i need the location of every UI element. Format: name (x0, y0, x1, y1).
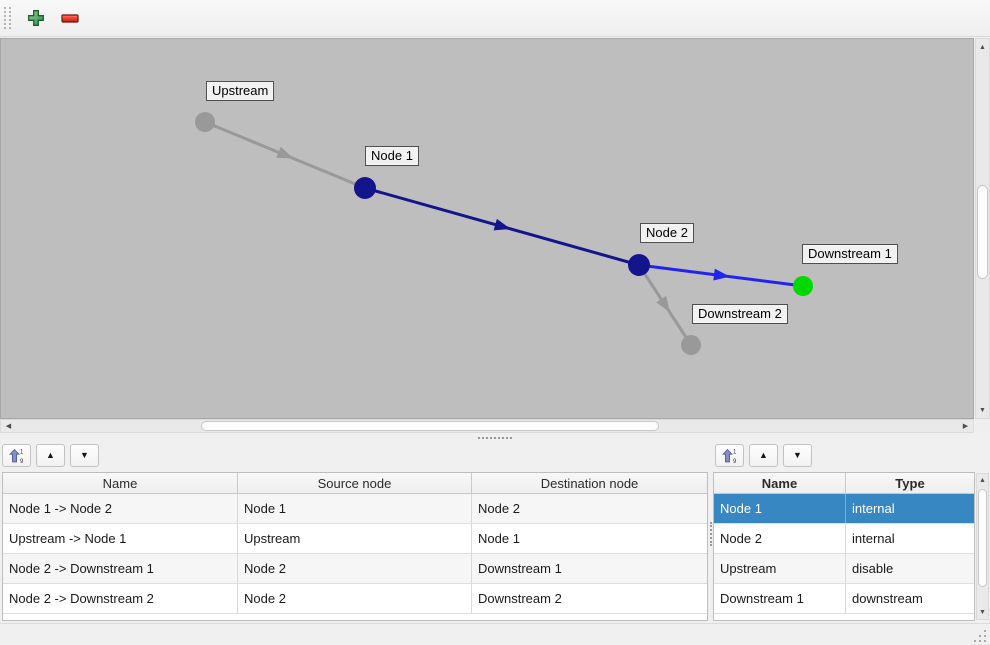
table-cell: Node 2 -> Downstream 1 (3, 554, 238, 583)
minus-icon (61, 14, 79, 23)
edge-move-up-button[interactable]: ▲ (36, 444, 65, 467)
table-cell: disable (852, 561, 894, 576)
edge-table: Name Source node Destination node Node 1… (2, 472, 708, 621)
scroll-up-icon[interactable]: ▲ (979, 43, 986, 51)
remove-button[interactable] (55, 4, 85, 32)
table-cell: Node 2 (238, 554, 472, 583)
node-move-down-button[interactable]: ▼ (783, 444, 812, 467)
sort-ascending-icon: 1 9 (8, 448, 24, 464)
scrollbar-corner (975, 419, 990, 433)
table-cell: Node 1 (714, 494, 846, 523)
sort-ascending-icon: 1 9 (721, 448, 737, 464)
table-cell: Node 2 (238, 584, 472, 613)
edge-table-header: Name Source node Destination node (3, 473, 707, 494)
table-cell: Node 2 -> Downstream 2 (3, 584, 238, 613)
canvas-vertical-scrollbar[interactable]: ▲ ▼ (975, 38, 990, 419)
table-row[interactable]: Node 1 internal (714, 494, 974, 524)
graph-node[interactable] (628, 254, 650, 276)
graph-node[interactable] (195, 112, 215, 132)
column-header-name[interactable]: Name (714, 473, 846, 493)
edge-sort-button[interactable]: 1 9 (2, 444, 31, 467)
splitter-grip-dots (478, 437, 512, 439)
node-panel-toolbar: 1 9 ▲ ▼ (715, 444, 812, 467)
column-header-type[interactable]: Type (895, 475, 925, 491)
up-arrow-icon: ▲ (46, 450, 55, 460)
table-cell: Node 1 (478, 531, 520, 546)
edge-panel-toolbar: 1 9 ▲ ▼ (2, 444, 99, 467)
column-header-destination-node[interactable]: Destination node (540, 475, 639, 491)
table-cell: Upstream -> Node 1 (3, 524, 238, 553)
table-cell: Node 2 (478, 501, 520, 516)
table-cell: Downstream 1 (714, 584, 846, 613)
table-cell: Node 1 (238, 494, 472, 523)
scroll-left-icon[interactable]: ◀ (5, 422, 12, 430)
horizontal-pane-splitter[interactable] (0, 433, 990, 443)
column-header-name[interactable]: Name (3, 473, 238, 493)
toolbar-grip-handle[interactable] (4, 7, 11, 29)
table-cell: internal (852, 501, 895, 516)
edge-move-down-button[interactable]: ▼ (70, 444, 99, 467)
vertical-pane-splitter[interactable] (708, 472, 713, 621)
node-label[interactable]: Downstream 2 (692, 304, 788, 324)
node-move-up-button[interactable]: ▲ (749, 444, 778, 467)
table-cell: internal (852, 531, 895, 546)
node-table-scroll-thumb[interactable] (978, 489, 987, 587)
table-row[interactable]: Upstream disable (714, 554, 974, 584)
node-label[interactable]: Downstream 1 (802, 244, 898, 264)
vertical-scroll-thumb[interactable] (977, 185, 988, 279)
table-cell: Node 2 (714, 524, 846, 553)
table-cell: Upstream (714, 554, 846, 583)
scroll-right-icon[interactable]: ▶ (962, 422, 969, 430)
svg-text:1: 1 (733, 449, 737, 455)
canvas-horizontal-scrollbar[interactable]: ◀ ▶ (0, 419, 974, 433)
main-toolbar (0, 0, 990, 37)
horizontal-scroll-thumb[interactable] (201, 421, 659, 431)
table-row[interactable]: Downstream 1 downstream (714, 584, 974, 614)
graph-svg (195, 112, 813, 355)
node-label[interactable]: Node 2 (640, 223, 694, 243)
edge-arrowhead (276, 146, 294, 159)
node-table-scrollbar[interactable]: ▲ ▼ (976, 473, 989, 620)
table-cell: Downstream 1 (478, 561, 562, 576)
table-row[interactable]: Node 2 internal (714, 524, 974, 554)
svg-text:9: 9 (733, 459, 737, 464)
scroll-up-icon[interactable]: ▲ (979, 477, 986, 484)
table-cell: downstream (852, 591, 923, 606)
scroll-down-icon[interactable]: ▼ (979, 406, 986, 414)
svg-text:9: 9 (20, 459, 24, 464)
node-label[interactable]: Node 1 (365, 146, 419, 166)
edge-arrowhead (493, 218, 511, 231)
up-arrow-icon: ▲ (759, 450, 768, 460)
column-header-source-node[interactable]: Source node (238, 473, 472, 493)
scroll-down-icon[interactable]: ▼ (979, 609, 986, 616)
down-arrow-icon: ▼ (80, 450, 89, 460)
node-label[interactable]: Upstream (206, 81, 275, 101)
table-cell: Node 1 -> Node 2 (3, 494, 238, 523)
add-button[interactable] (21, 4, 51, 32)
graph-node[interactable] (354, 177, 376, 199)
status-bar (0, 623, 990, 645)
edge-arrowhead (656, 295, 670, 313)
graph-node[interactable] (793, 276, 813, 296)
graph-node[interactable] (681, 335, 701, 355)
node-table-header: Name Type (714, 473, 974, 494)
node-sort-button[interactable]: 1 9 (715, 444, 744, 467)
window-resize-grip[interactable] (974, 630, 986, 642)
edge-arrowhead (713, 268, 730, 281)
svg-text:1: 1 (20, 449, 24, 455)
down-arrow-icon: ▼ (793, 450, 802, 460)
table-cell: Downstream 2 (478, 591, 562, 606)
plus-icon (28, 10, 44, 26)
splitter-grip-dots (709, 522, 712, 546)
table-cell: Upstream (238, 524, 472, 553)
